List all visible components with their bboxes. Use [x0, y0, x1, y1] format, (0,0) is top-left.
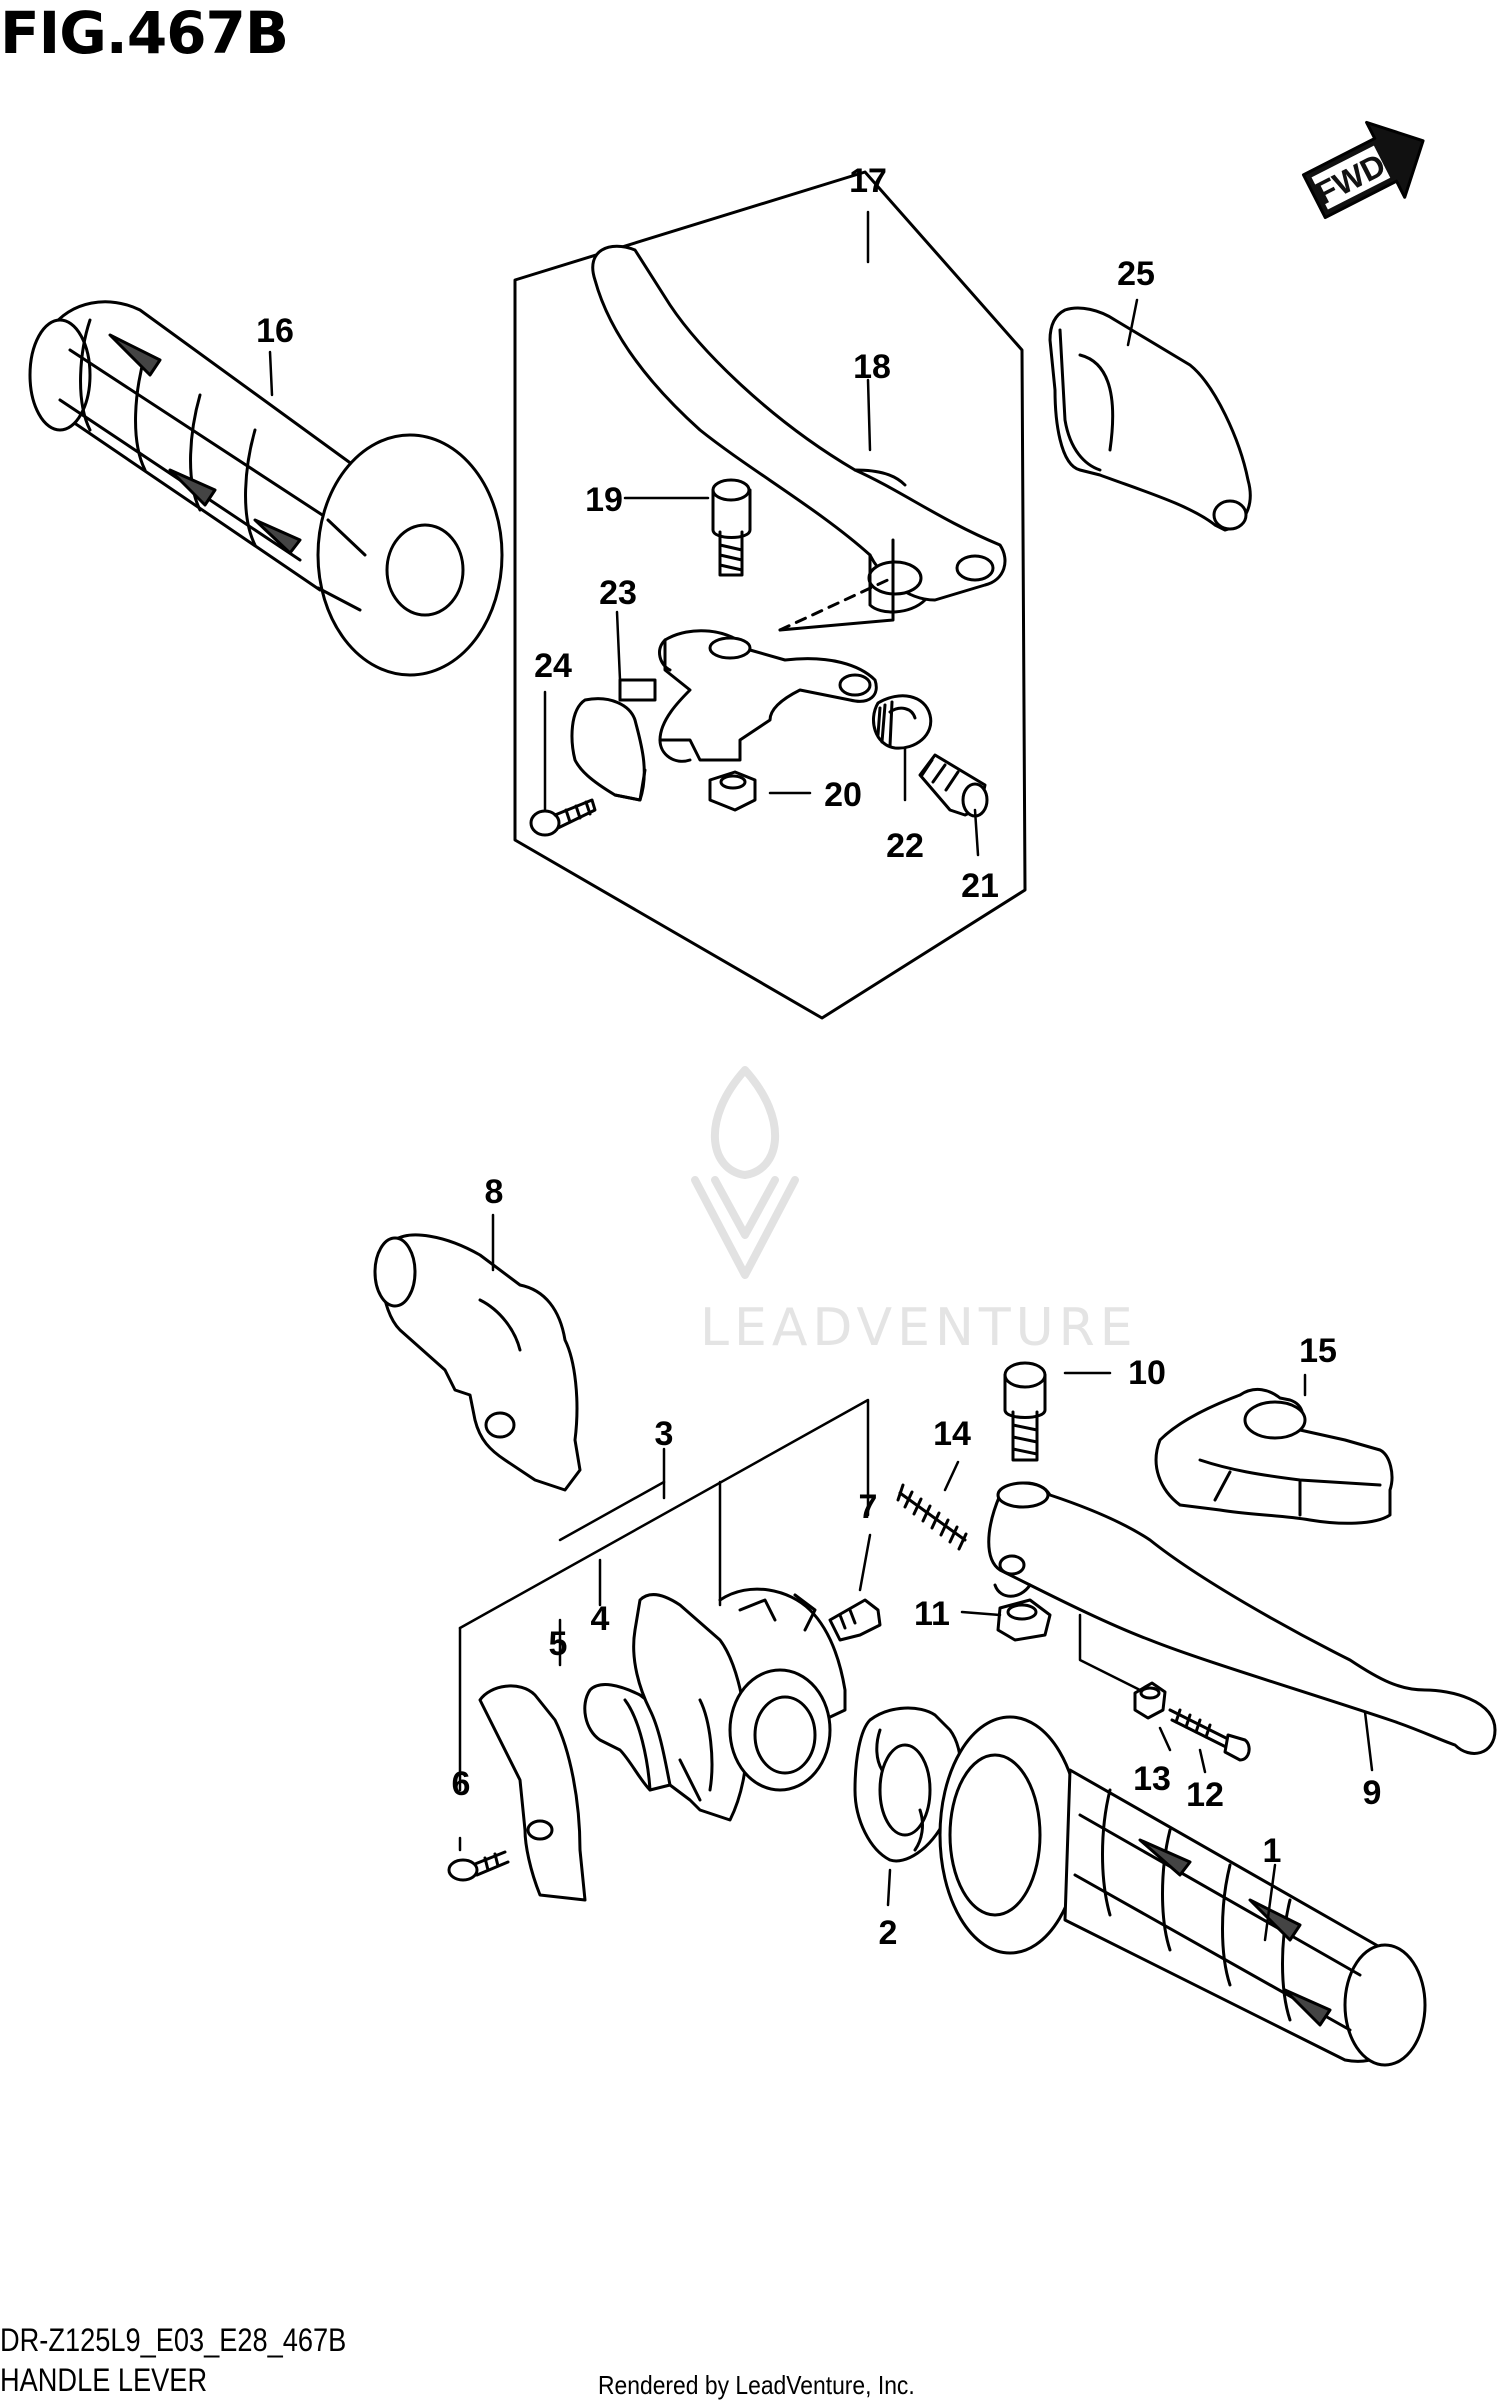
part-2 [853, 1706, 963, 1863]
callout-8: 8 [485, 1173, 504, 1211]
nut-11 [996, 1598, 1052, 1642]
grip-16 [28, 300, 504, 677]
callout-10: 10 [1128, 1354, 1166, 1392]
callout-24: 24 [534, 647, 572, 685]
nut-20 [708, 770, 757, 812]
screw-7 [828, 1598, 882, 1642]
callout-2: 2 [879, 1914, 898, 1952]
callout-14: 14 [933, 1415, 971, 1453]
callout-7: 7 [859, 1488, 878, 1526]
figure-title: FIG.467B [0, 0, 289, 67]
part-5 [478, 1684, 587, 1902]
callout-3: 3 [655, 1415, 674, 1453]
screw-6 [447, 1850, 510, 1882]
grip-1 [938, 1715, 1427, 2067]
rendered-by: Rendered by LeadVenture, Inc. [598, 2370, 915, 2400]
nut-13 [1133, 1681, 1167, 1720]
figure-name: HANDLE LEVER [0, 2362, 208, 2398]
assembly-17-outline [513, 170, 1027, 1020]
bolt-19 [711, 478, 752, 577]
lever-18 [591, 244, 1007, 614]
cover-15 [1154, 1387, 1394, 1525]
fwd-arrow-icon: FWD [1301, 120, 1425, 220]
callout-15: 15 [1299, 1332, 1337, 1370]
callout-11: 11 [914, 1595, 950, 1633]
spring-14 [896, 1483, 968, 1551]
leader-lines-group-3 [458, 1398, 1142, 1852]
callout-4: 4 [591, 1600, 610, 1638]
callout-21: 21 [961, 867, 999, 905]
throttle-housing [632, 1587, 847, 1822]
callout-13: 13 [1133, 1760, 1171, 1798]
callout-16: 16 [256, 312, 294, 350]
callout-19: 19 [585, 481, 623, 519]
callout-18: 18 [853, 348, 891, 386]
lever-9 [987, 1481, 1497, 1755]
nut-22 [872, 694, 933, 750]
screw-24 [529, 798, 597, 837]
watermark-logo-icon [691, 1066, 799, 1279]
bolt-10 [1003, 1361, 1047, 1462]
callout-22: 22 [886, 827, 924, 865]
callout-23: 23 [599, 574, 637, 612]
bolt-12 [1168, 1708, 1251, 1762]
callout-20: 20 [824, 776, 862, 814]
lever-bracket [658, 629, 878, 763]
clamp-23 [570, 678, 657, 802]
callout-5: 5 [549, 1625, 568, 1663]
callout-6: 6 [452, 1765, 471, 1803]
callout-12: 12 [1186, 1776, 1224, 1814]
callouts: 1 2 3 4 5 6 7 8 9 10 11 12 13 14 15 16 1… [256, 162, 1381, 1952]
callout-17: 17 [849, 162, 887, 200]
callout-9: 9 [1363, 1774, 1382, 1812]
watermark-text: LEADVENTURE [700, 1298, 1138, 1358]
callout-25: 25 [1117, 255, 1155, 293]
bolt-21 [918, 753, 989, 818]
part-8 [373, 1233, 582, 1492]
model-code: DR-Z125L9_E03_E28_467B [0, 2322, 347, 2358]
leader-lines-upper [268, 210, 1374, 1942]
cover-25 [1048, 306, 1252, 532]
callout-1: 1 [1263, 1832, 1282, 1870]
